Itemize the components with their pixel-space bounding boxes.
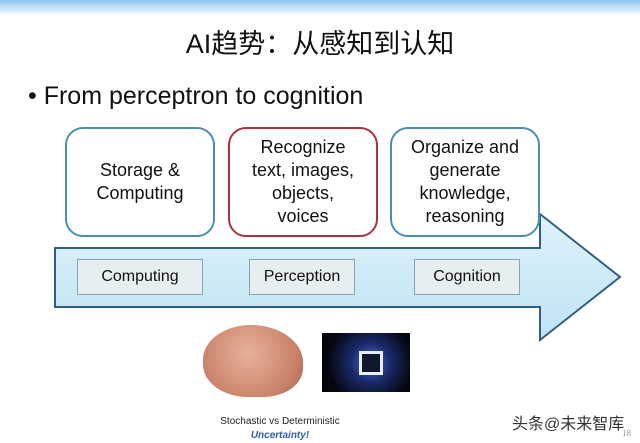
stage-cognition: Cognition bbox=[414, 259, 520, 295]
bullet-point: • From perceptron to cognition bbox=[28, 82, 364, 110]
box-recognize: Recognize text, images, objects, voices bbox=[228, 127, 378, 237]
box-organize: Organize and generate knowledge, reasoni… bbox=[390, 127, 540, 237]
watermark: 头条@未来智库 bbox=[512, 416, 625, 433]
chip-image bbox=[322, 333, 410, 392]
header-band bbox=[0, 0, 640, 16]
caption: Stochastic vs Deterministic bbox=[220, 416, 340, 427]
stage-perception: Perception bbox=[249, 259, 355, 295]
page-number: 18 bbox=[622, 428, 631, 438]
stage-computing: Computing bbox=[77, 259, 203, 295]
bullet-text: From perceptron to cognition bbox=[43, 82, 364, 110]
caption-emphasis: Uncertainty! bbox=[250, 430, 310, 441]
brain-image bbox=[203, 325, 303, 397]
slide-title: AI趋势：从感知到认知 bbox=[185, 29, 455, 59]
box-storage-computing: Storage & Computing bbox=[65, 127, 215, 237]
